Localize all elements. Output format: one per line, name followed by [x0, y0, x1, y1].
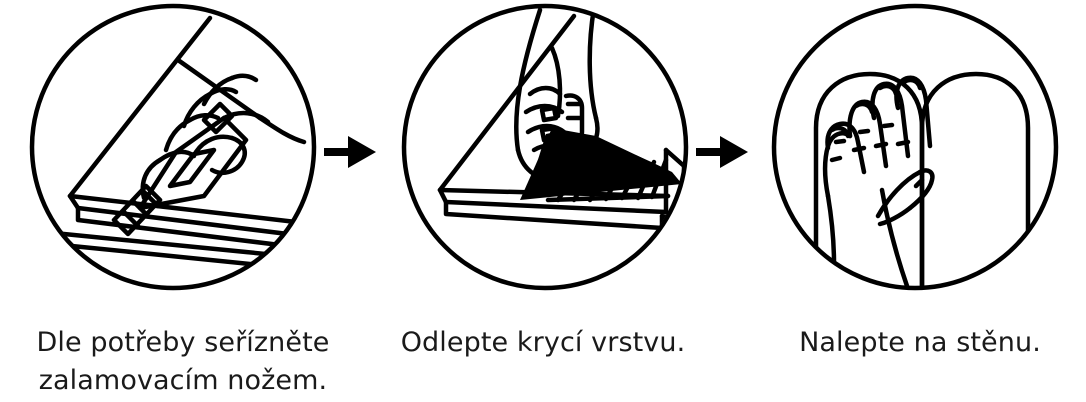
right-arrow-icon	[696, 136, 748, 168]
circle-frame	[401, 3, 689, 291]
arrow-step2-to-step3	[694, 130, 754, 174]
step-3-illustration	[770, 0, 1060, 300]
caption-step-1: Dle potřeby seřízněte zalamovacím nožem.	[36, 327, 330, 396]
right-arrow-icon	[324, 136, 376, 168]
caption-step-2: Odlepte krycí vrstvu.	[400, 327, 686, 358]
circle-frame	[29, 3, 317, 291]
pressing-panel-onto-wall-icon	[771, 3, 1059, 291]
cutting-panel-with-utility-knife-icon	[29, 3, 317, 291]
step-1-illustration	[28, 0, 318, 300]
step-2-illustration	[400, 0, 690, 300]
arrow-step1-to-step2	[322, 130, 382, 174]
circle-frame	[771, 3, 1059, 291]
captions-row: Dle potřeby seřízněte zalamovacím nožem.…	[0, 300, 1086, 402]
peeling-protective-backing-layer-icon	[401, 3, 689, 291]
steps-row	[28, 0, 1060, 300]
caption-step-3: Nalepte na stěnu.	[799, 327, 1041, 358]
